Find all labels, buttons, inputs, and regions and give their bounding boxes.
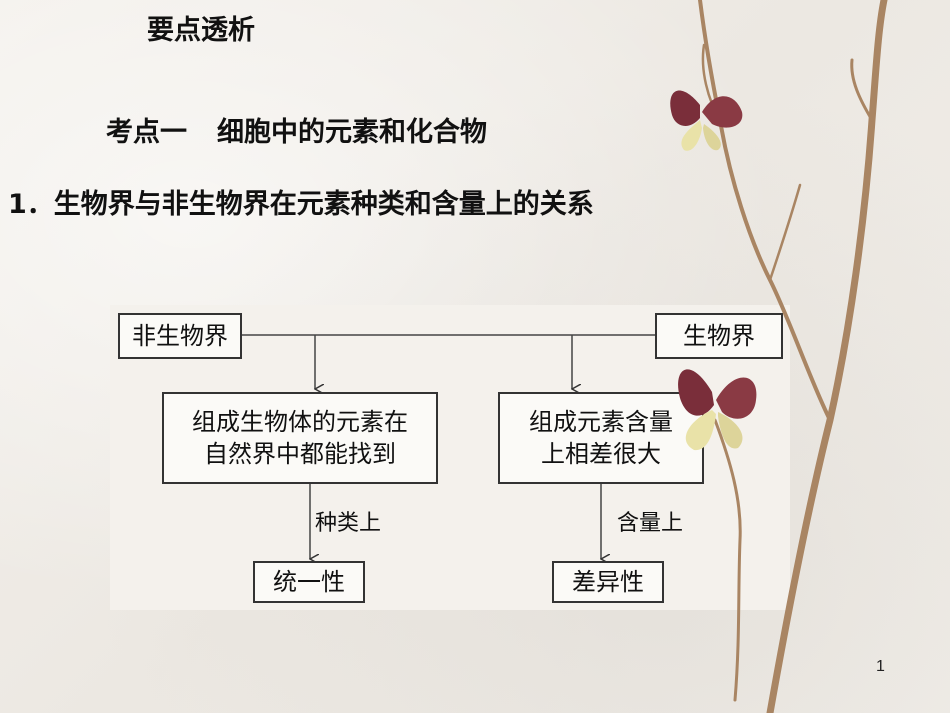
diagram-connectors [240,334,658,610]
left-middle-line1: 组成生物体的元素在 [192,407,408,436]
slide-heading: 要点透析 [147,15,255,46]
right-middle-line1: 组成元素含量 [529,407,673,436]
topic-number: 考点一 [106,117,187,148]
non-living-world-box: 非生物界 [118,313,242,359]
unity-box: 统一性 [253,561,365,603]
left-middle-line2: 自然界中都能找到 [204,440,396,468]
right-middle-line2: 上相差很大 [541,440,661,468]
right-middle-box: 组成元素含量 上相差很大 [498,392,704,484]
topic-text: 细胞中的元素和化合物 [217,117,487,148]
point-title: 1．生物界与非生物界在元素种类和含量上的关系 [8,189,594,220]
topic-title: 考点一细胞中的元素和化合物 [106,110,487,149]
right-edge-label: 含量上 [617,511,684,536]
element-relation-diagram: 非生物界 生物界 组成生物体的元素在 自然界中都能找到 组成元素含量 上相差很大… [110,305,790,610]
left-edge-label: 种类上 [315,511,382,536]
living-world-box: 生物界 [655,313,783,359]
page-number: 1 [876,658,885,675]
diversity-box: 差异性 [552,561,664,603]
left-middle-box: 组成生物体的元素在 自然界中都能找到 [162,392,438,484]
